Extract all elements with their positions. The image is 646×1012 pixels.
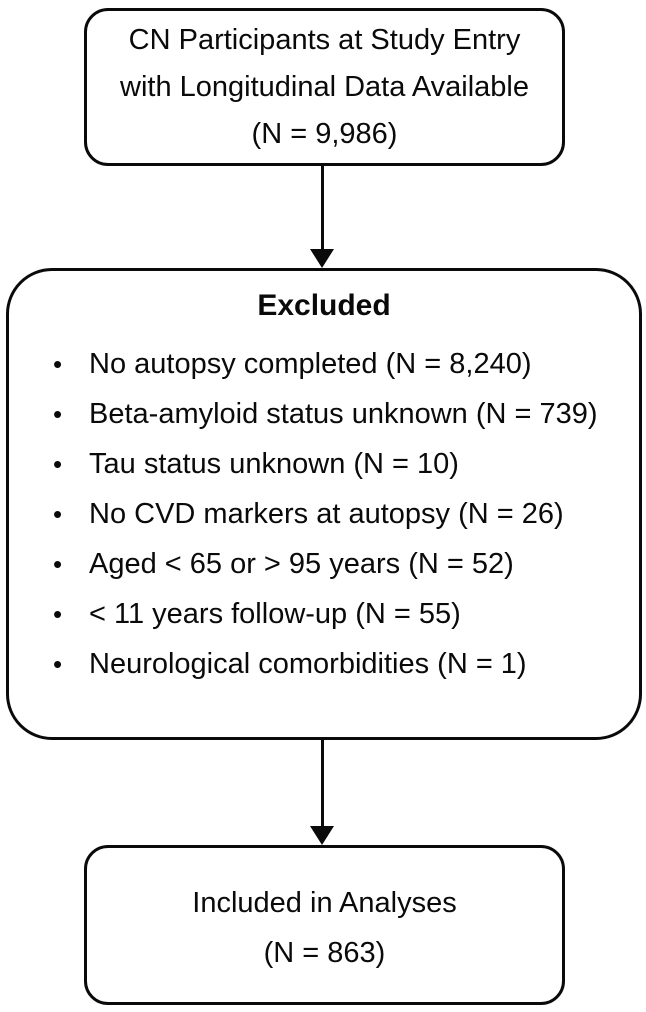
- list-item: • No CVD markers at autopsy (N = 26): [53, 499, 605, 529]
- list-item-text: < 11 years follow-up (N = 55): [89, 598, 461, 630]
- included-box: Included in Analyses (N = 863): [84, 845, 565, 1005]
- arrow-entry-to-excluded: [309, 165, 335, 268]
- list-item: • Tau status unknown (N = 10): [53, 449, 605, 479]
- included-count: (N = 863): [263, 937, 386, 969]
- list-item-text: Beta-amyloid status unknown (N = 739): [89, 398, 598, 430]
- bullet-icon: •: [53, 399, 63, 429]
- study-entry-line-2: with Longitudinal Data Available: [120, 71, 529, 103]
- arrowhead-down-icon: [310, 249, 334, 268]
- list-item: • Aged < 65 or > 95 years (N = 52): [53, 549, 605, 579]
- excluded-box: Excluded • No autopsy completed (N = 8,2…: [6, 268, 642, 740]
- list-item: • < 11 years follow-up (N = 55): [53, 599, 605, 629]
- list-item-text: Neurological comorbidities (N = 1): [89, 648, 527, 680]
- list-item: • Beta-amyloid status unknown (N = 739): [53, 399, 605, 429]
- bullet-icon: •: [53, 649, 63, 679]
- list-item: • No autopsy completed (N = 8,240): [53, 349, 605, 379]
- excluded-list: • No autopsy completed (N = 8,240) • Bet…: [43, 349, 605, 679]
- arrowhead-down-icon: [310, 826, 334, 845]
- study-entry-count: (N = 9,986): [251, 118, 398, 150]
- list-item-text: Aged < 65 or > 95 years (N = 52): [89, 548, 514, 580]
- included-line-1: Included in Analyses: [192, 887, 457, 919]
- list-item-text: Tau status unknown (N = 10): [89, 448, 459, 480]
- bullet-icon: •: [53, 549, 63, 579]
- excluded-title: Excluded: [257, 289, 391, 322]
- bullet-icon: •: [53, 599, 63, 629]
- arrow-line: [320, 165, 324, 249]
- arrow-excluded-to-included: [309, 739, 335, 845]
- bullet-icon: •: [53, 349, 63, 379]
- list-item-text: No autopsy completed (N = 8,240): [89, 348, 532, 380]
- study-entry-line-1: CN Participants at Study Entry: [128, 24, 521, 56]
- list-item: • Neurological comorbidities (N = 1): [53, 649, 605, 679]
- list-item-text: No CVD markers at autopsy (N = 26): [89, 498, 564, 530]
- bullet-icon: •: [53, 449, 63, 479]
- bullet-icon: •: [53, 499, 63, 529]
- arrow-line: [320, 739, 324, 826]
- study-entry-box: CN Participants at Study Entry with Long…: [84, 8, 565, 166]
